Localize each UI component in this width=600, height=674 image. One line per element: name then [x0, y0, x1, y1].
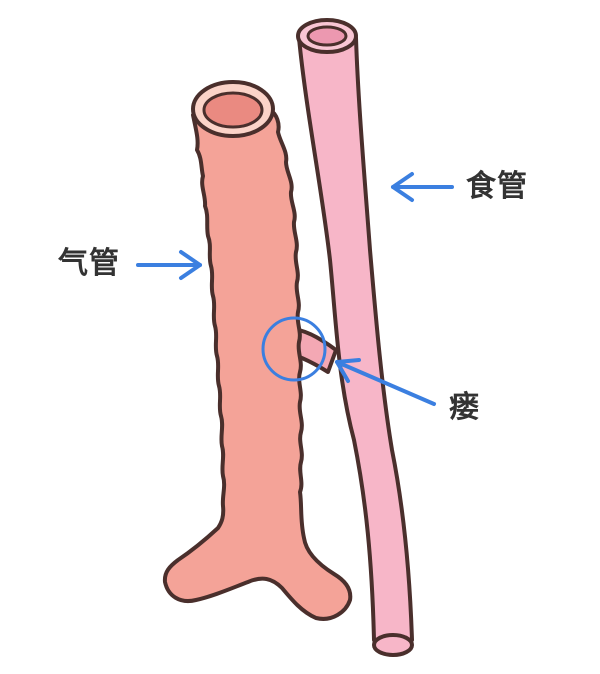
- esophagus-bottom-end: [372, 633, 414, 657]
- arrow-to-fistula: [335, 358, 436, 406]
- arrow-to-trachea: [136, 250, 202, 280]
- trachea: [162, 80, 353, 621]
- esophagus-lumen: [306, 25, 348, 47]
- trachea-body: [162, 108, 353, 621]
- trachea-label: 气管: [58, 246, 120, 281]
- esophagus-label: 食管: [466, 169, 528, 204]
- esophagus: [296, 18, 414, 657]
- trachea-lumen: [202, 91, 264, 129]
- fistula-highlight-circle: [261, 316, 327, 382]
- arrow-to-esophagus: [391, 172, 454, 202]
- fistula-label: 瘘: [449, 390, 480, 425]
